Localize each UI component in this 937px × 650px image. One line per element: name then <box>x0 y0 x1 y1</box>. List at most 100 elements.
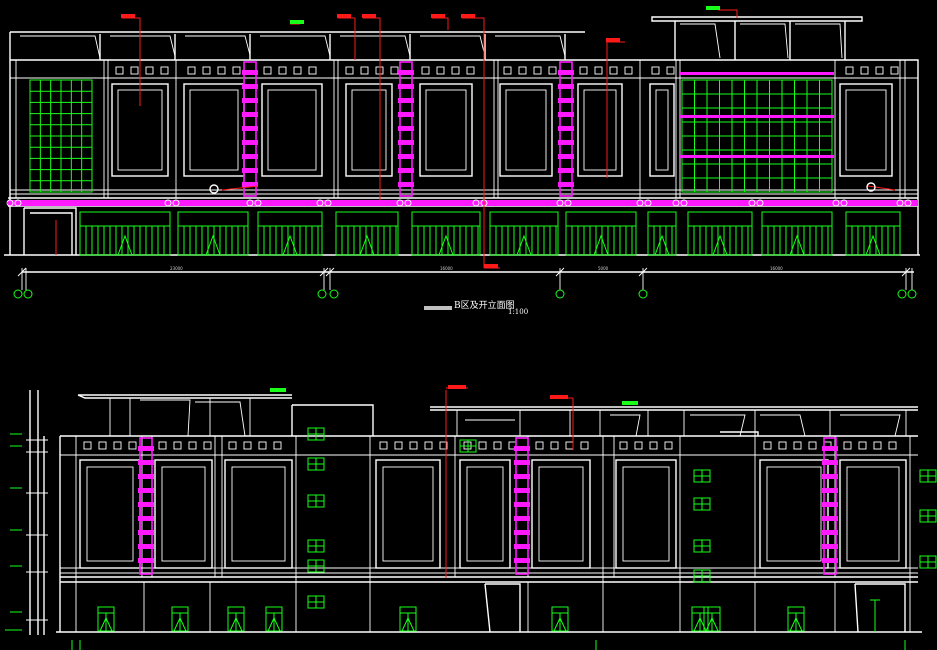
svg-text:16000: 16000 <box>440 266 453 271</box>
vent <box>888 441 897 450</box>
band-rosette <box>404 199 412 207</box>
shopfront <box>177 211 249 256</box>
lower-roof-canopy <box>77 394 918 437</box>
vent <box>258 441 267 450</box>
upper-shopfronts <box>79 211 901 256</box>
vent <box>518 66 527 75</box>
vent <box>579 66 588 75</box>
shopfront <box>79 211 171 256</box>
upper-elevation: 23000 16000 5000 16000 B区及开立面图 1:100 <box>4 6 920 316</box>
band-rosette <box>672 199 680 207</box>
upper-decor-columns <box>242 61 574 197</box>
vent <box>873 441 882 450</box>
lower-panel-frames <box>79 459 907 569</box>
facade-panel <box>79 459 141 569</box>
vent <box>609 66 618 75</box>
band-rosette <box>748 199 756 207</box>
band-rosette <box>14 199 22 207</box>
vent <box>533 66 542 75</box>
svg-text:23000: 23000 <box>170 266 183 271</box>
upper-roof-canopy <box>9 16 863 60</box>
facade-panel <box>759 459 829 569</box>
vent <box>624 66 633 75</box>
vent <box>128 441 137 450</box>
vent <box>548 66 557 75</box>
vent <box>145 66 154 75</box>
vent <box>394 441 403 450</box>
vent <box>875 66 884 75</box>
upper-building-outline <box>4 59 920 256</box>
vent <box>293 66 302 75</box>
band-rosette <box>636 199 644 207</box>
lower-level-dimensions <box>5 390 48 635</box>
drawing-title: B区及开立面图 <box>454 299 515 311</box>
vent <box>860 66 869 75</box>
band-rosette <box>756 199 764 207</box>
axis-bubble-icon <box>638 289 648 299</box>
upper-vent-row <box>115 66 899 75</box>
vent <box>263 66 272 75</box>
vent <box>843 441 852 450</box>
vent <box>158 441 167 450</box>
vent <box>217 66 226 75</box>
vent <box>228 441 237 450</box>
band-rosette <box>904 199 912 207</box>
band-rosette <box>644 199 652 207</box>
facade-panel <box>577 83 623 177</box>
lower-ground-doors <box>97 606 805 632</box>
upper-dimension-line: 23000 16000 5000 16000 <box>17 266 914 290</box>
vent <box>594 66 603 75</box>
vent <box>478 441 487 450</box>
axis-bubble-icon <box>555 289 565 299</box>
facade-panel <box>261 83 323 177</box>
vent <box>187 66 196 75</box>
shopfront <box>411 211 481 256</box>
vent <box>421 66 430 75</box>
vent <box>273 441 282 450</box>
section-mark-icon <box>209 184 219 194</box>
band-rosette <box>680 199 688 207</box>
band-rosette <box>324 199 332 207</box>
drawing-title-block: B区及开立面图 1:100 <box>424 299 528 316</box>
facade-panel <box>375 459 441 569</box>
facade-panel <box>183 83 245 177</box>
lower-entrance-left <box>484 583 521 633</box>
shopfront <box>565 211 637 256</box>
vent <box>379 441 388 450</box>
upper-decor-band <box>8 200 918 206</box>
vent <box>451 66 460 75</box>
axis-bubble-icon <box>317 289 327 299</box>
vent <box>466 66 475 75</box>
vent <box>550 441 559 450</box>
lower-leaders <box>270 385 638 578</box>
vent <box>651 66 660 75</box>
axis-bubble-icon <box>329 289 339 299</box>
band-rosette <box>246 199 254 207</box>
vent <box>424 441 433 450</box>
vent <box>436 66 445 75</box>
vent <box>83 441 92 450</box>
shopfront <box>489 211 559 256</box>
lower-axis-ticks <box>71 640 906 650</box>
lower-entrance-right <box>854 583 906 633</box>
vent <box>360 66 369 75</box>
lower-vent-row <box>83 441 897 450</box>
facade-panel <box>839 459 907 569</box>
band-rosette <box>564 199 572 207</box>
facade-panel <box>649 83 675 177</box>
vent <box>345 66 354 75</box>
vent <box>278 66 287 75</box>
axis-bubble-icon <box>23 289 33 299</box>
band-rosette <box>6 199 14 207</box>
vent <box>130 66 139 75</box>
facade-panel <box>615 459 677 569</box>
vent <box>439 441 448 450</box>
upper-entrance <box>23 207 77 255</box>
upper-panel-frames <box>111 83 893 177</box>
band-rosette <box>472 199 480 207</box>
vent <box>390 66 399 75</box>
facade-panel <box>459 459 511 569</box>
shopfront <box>687 211 753 256</box>
vent <box>493 441 502 450</box>
lower-elevation <box>5 385 937 650</box>
